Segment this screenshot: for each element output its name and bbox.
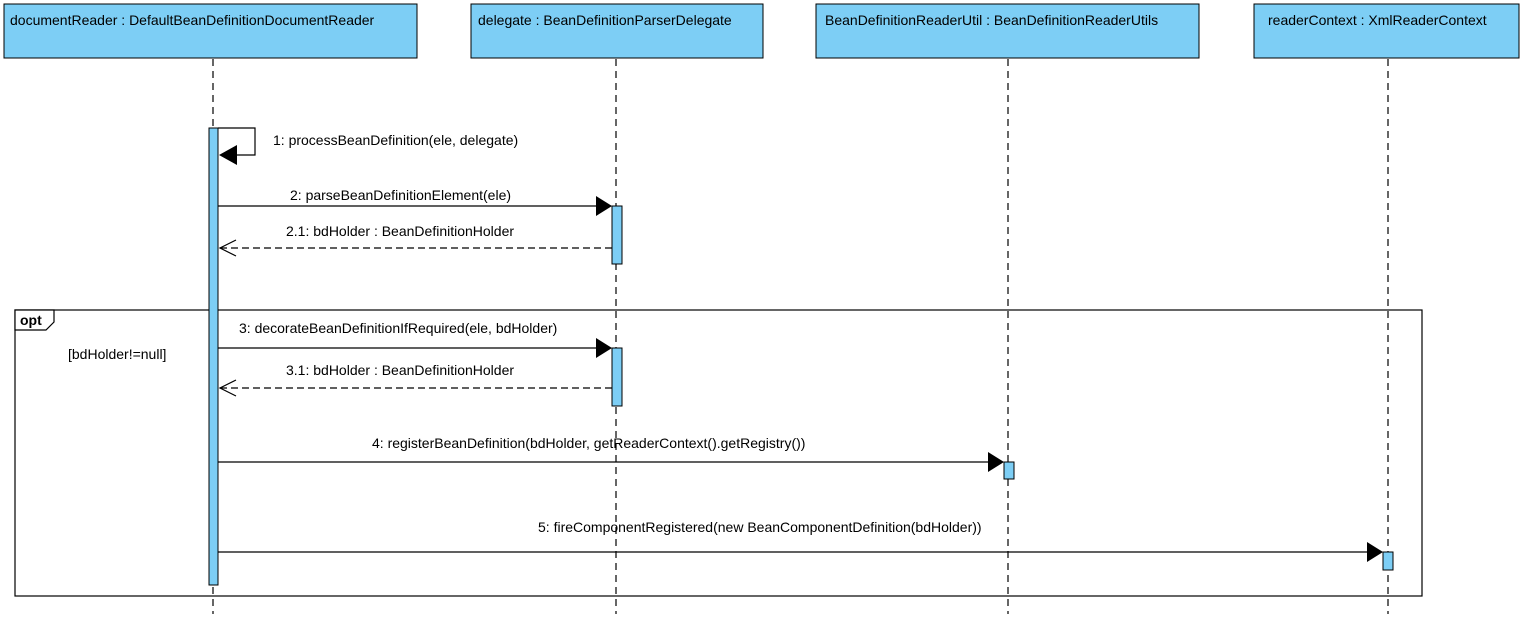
opt-fragment: opt [bdHolder!=null] [14, 309, 1423, 597]
message-2-label: 2: parseBeanDefinitionElement(ele) [290, 187, 511, 203]
opt-fragment-operator: opt [20, 312, 42, 328]
opt-fragment-tag [14, 309, 55, 331]
opt-fragment-frame [14, 309, 1423, 597]
message-4-label: 4: registerBeanDefinition(bdHolder, getR… [372, 435, 805, 451]
message-1-self[interactable]: 1: processBeanDefinition(ele, delegate) [218, 127, 518, 165]
participant-document-reader-label: documentReader : DefaultBeanDefinitionDo… [10, 12, 375, 28]
participant-reader-context[interactable]: readerContext : XmlReaderContext [1253, 3, 1520, 59]
activation-document-reader [208, 127, 219, 586]
filled-arrowhead [596, 338, 612, 358]
message-4[interactable]: 4: registerBeanDefinition(bdHolder, getR… [218, 435, 1004, 472]
message-2-1-return[interactable]: 2.1: bdHolder : BeanDefinitionHolder [218, 223, 612, 257]
participant-bean-definition-reader-util[interactable]: BeanDefinitionReaderUtil : BeanDefinitio… [815, 3, 1200, 59]
activation-reader-context [1382, 551, 1394, 571]
filled-arrowhead [988, 452, 1004, 472]
participant-bean-definition-reader-util-label: BeanDefinitionReaderUtil : BeanDefinitio… [825, 12, 1158, 28]
message-1-label: 1: processBeanDefinition(ele, delegate) [273, 132, 518, 148]
filled-arrowhead [1367, 542, 1383, 562]
open-arrowhead [218, 239, 237, 257]
message-2-1-label: 2.1: bdHolder : BeanDefinitionHolder [286, 223, 514, 239]
open-arrowhead [218, 379, 237, 397]
activation-bean-definition-reader-util [1003, 461, 1015, 480]
filled-arrowhead [219, 145, 237, 165]
message-3-1-label: 3.1: bdHolder : BeanDefinitionHolder [286, 362, 514, 378]
activation-delegate-decorate [611, 347, 623, 407]
participant-delegate[interactable]: delegate : BeanDefinitionParserDelegate [470, 3, 764, 59]
participant-delegate-label: delegate : BeanDefinitionParserDelegate [478, 12, 732, 28]
participant-document-reader[interactable]: documentReader : DefaultBeanDefinitionDo… [3, 3, 418, 59]
participant-reader-context-label: readerContext : XmlReaderContext [1268, 12, 1487, 28]
message-2[interactable]: 2: parseBeanDefinitionElement(ele) [218, 187, 612, 216]
message-3[interactable]: 3: decorateBeanDefinitionIfRequired(ele,… [218, 320, 612, 358]
message-3-label: 3: decorateBeanDefinitionIfRequired(ele,… [239, 320, 557, 336]
activation-delegate-parse [611, 205, 623, 265]
message-5[interactable]: 5: fireComponentRegistered(new BeanCompo… [218, 519, 1383, 562]
filled-arrowhead [596, 196, 612, 216]
opt-fragment-guard: [bdHolder!=null] [68, 346, 166, 362]
message-5-label: 5: fireComponentRegistered(new BeanCompo… [538, 519, 982, 535]
message-3-1-return[interactable]: 3.1: bdHolder : BeanDefinitionHolder [218, 362, 612, 397]
